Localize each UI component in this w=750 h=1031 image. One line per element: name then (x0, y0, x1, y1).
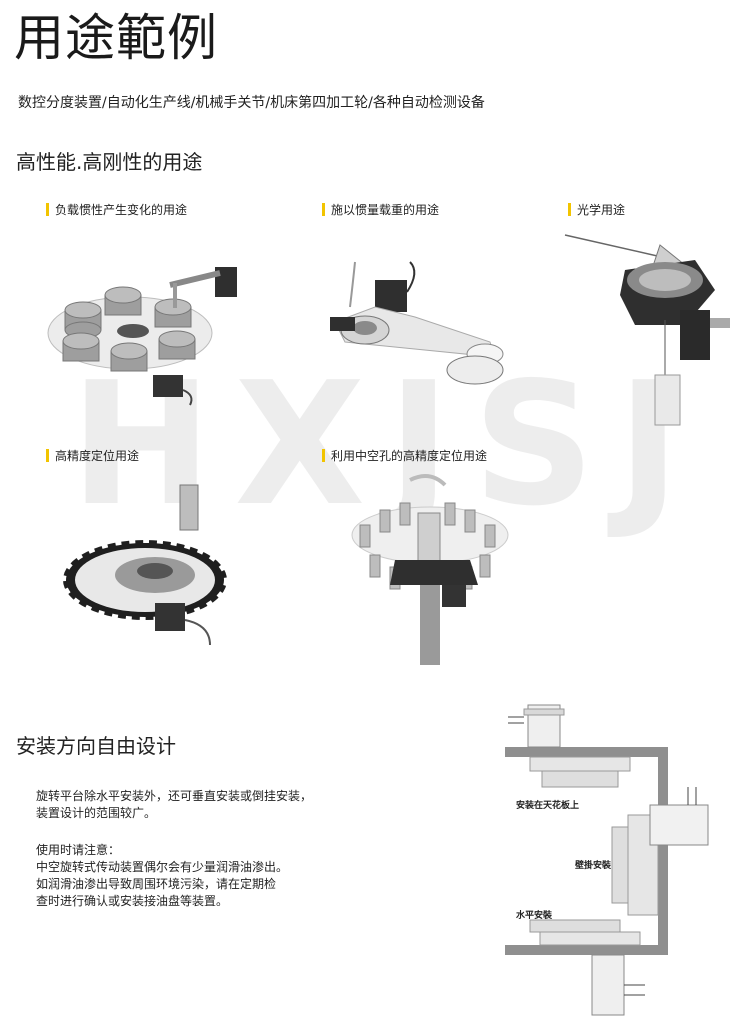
example-label-hollow-positioning: 利用中空孔的高精度定位用途 (322, 447, 487, 464)
accent-bar (322, 203, 325, 216)
page-subtitle: 数控分度装置/自动化生产线/机械手关节/机床第四加工轮/各种自动检测设备 (18, 95, 485, 111)
example-label-optical: 光学用途 (568, 201, 625, 218)
accent-bar (46, 203, 49, 216)
section-heading-performance: 高性能.高刚性的用途 (16, 150, 203, 174)
section-heading-mounting: 安装方向自由设计 (16, 734, 176, 758)
usage-note: 使用时请注意： 中空旋转式传动装置偶尔会有少量润滑油渗出。 如润滑油渗出导致周围… (36, 843, 289, 908)
example-label-variable-inertia: 负载惯性产生变化的用途 (46, 201, 187, 218)
illustration-precision-positioning (60, 484, 230, 646)
mounting-direction-diagram (505, 704, 709, 1016)
illustration-variable-inertia (47, 267, 237, 406)
illustration-hollow-positioning (351, 474, 509, 665)
diagram-label-wall: 壁掛安裝 (575, 861, 612, 871)
accent-bar (46, 449, 49, 462)
accent-bar (568, 203, 571, 216)
illustration-optical (564, 234, 730, 426)
accent-bar (322, 449, 325, 462)
diagram-label-ceiling: 安装在天花板上 (516, 801, 580, 811)
mounting-paragraph: 旋转平台除水平安装外，还可垂直安装或倒挂安装， 装置设计的范围较广。 (36, 789, 313, 820)
example-label-inertia-load: 施以惯量载重的用途 (322, 201, 439, 218)
illustration-inertia-load (330, 261, 504, 385)
example-label-precision-positioning: 高精度定位用途 (46, 447, 139, 464)
page-title: 用途範例 (14, 9, 218, 67)
usage-note-title: 使用时请注意： (36, 843, 121, 857)
diagram-label-horizontal: 水平安裝 (516, 911, 553, 921)
